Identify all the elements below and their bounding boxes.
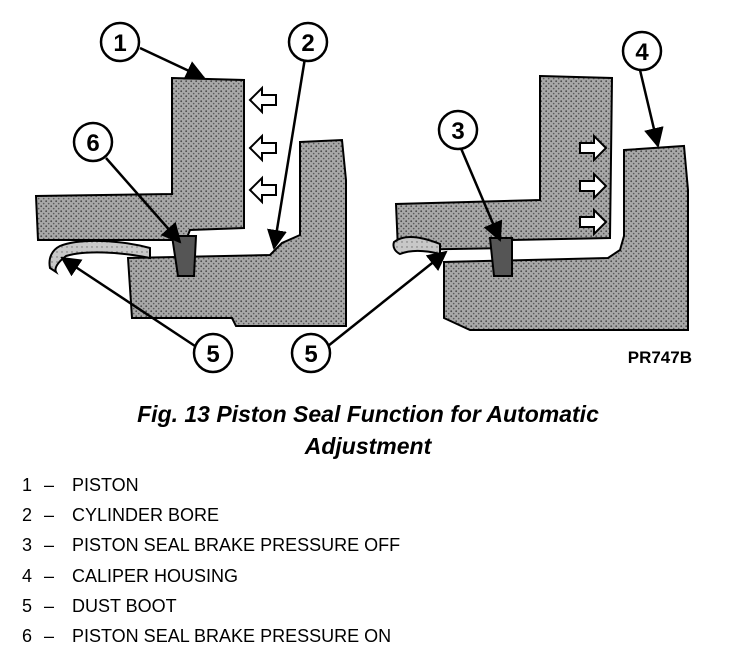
- right-diagram: [392, 74, 689, 331]
- legend-dash: –: [44, 565, 55, 586]
- callout-1: 1: [99, 21, 141, 63]
- callout-4: 4: [621, 30, 663, 72]
- svg-text:5: 5: [304, 341, 317, 368]
- legend-number: 1: [22, 475, 33, 495]
- legend-item: 5–DUST BOOT: [22, 591, 400, 621]
- legend-item: 6–PISTON SEAL BRAKE PRESSURE ON: [22, 621, 400, 651]
- legend-number: 6: [22, 626, 33, 647]
- pressure-arrows-left: [248, 85, 277, 205]
- pressure-arrow: [248, 85, 277, 115]
- legend-dash: –: [44, 535, 55, 556]
- legend-item: 3–PISTON SEAL BRAKE PRESSURE OFF: [22, 530, 400, 560]
- left-diagram: [34, 76, 347, 327]
- legend-number: 2: [22, 505, 33, 526]
- legend-text: DUST BOOT: [72, 595, 177, 616]
- leader-line-4: [638, 69, 664, 148]
- leader-line-3: [458, 145, 503, 242]
- callout-3: 3: [437, 109, 479, 151]
- svg-text:5: 5: [206, 341, 219, 368]
- pressure-arrow: [248, 133, 277, 163]
- piston-seal-diagram: 1 2 6 5 5 3 4 PR747B: [34, 21, 692, 374]
- figure-code: PR747B: [628, 348, 692, 367]
- legend-text: PISTON SEAL BRAKE PRESSURE OFF: [72, 535, 401, 556]
- legend-item: 4–CALIPER HOUSING: [22, 561, 400, 591]
- legend-text: CALIPER HOUSING: [72, 565, 239, 586]
- caption-line-1: Fig. 13 Piston Seal Function for Automat…: [137, 401, 599, 427]
- svg-text:2: 2: [301, 30, 314, 57]
- return-arrow: [579, 171, 608, 201]
- legend-text: CYLINDER BORE: [72, 505, 220, 526]
- svg-text:6: 6: [86, 130, 99, 157]
- dust-boot-left: [48, 239, 151, 275]
- svg-text:3: 3: [451, 118, 464, 145]
- legend-number: 3: [22, 535, 33, 556]
- leader-line-5b: [327, 250, 448, 347]
- legend-text: PISTON: [72, 475, 139, 495]
- figure-caption: Fig. 13 Piston Seal Function for Automat…: [0, 398, 736, 462]
- legend-number: 5: [22, 595, 33, 616]
- leader-lines: [60, 46, 664, 350]
- legend-item: 2–CYLINDER BORE: [22, 500, 400, 530]
- leader-line-6: [105, 157, 182, 244]
- caliper-housing-right: [443, 144, 689, 331]
- legend-list: 1–PISTON 2–CYLINDER BORE 3–PISTON SEAL B…: [22, 470, 400, 651]
- callout-5-left: 5: [192, 332, 234, 374]
- return-arrow: [579, 133, 608, 163]
- leader-line-1: [139, 46, 206, 80]
- legend-number: 4: [22, 565, 33, 586]
- callout-5-right: 5: [290, 332, 332, 374]
- legend-dash: –: [44, 595, 55, 616]
- legend-dash: –: [44, 475, 55, 495]
- legend-dash: –: [44, 626, 55, 647]
- piston-seal-on: [170, 235, 198, 277]
- leader-line-5a: [60, 256, 199, 350]
- svg-text:4: 4: [635, 39, 649, 66]
- caption-line-2: Adjustment: [304, 433, 432, 459]
- return-arrow: [579, 207, 608, 237]
- legend-item: 1–PISTON: [22, 470, 400, 500]
- pressure-arrow: [248, 175, 277, 205]
- diagram-svg: 1 2 6 5 5 3 4 PR747B: [34, 21, 692, 374]
- legend-text: PISTON SEAL BRAKE PRESSURE ON: [72, 626, 392, 647]
- legend-dash: –: [44, 505, 55, 526]
- leader-line-2: [267, 57, 307, 250]
- svg-text:1: 1: [113, 30, 126, 57]
- dust-boot-right: [392, 236, 441, 256]
- piston-left: [34, 76, 245, 241]
- return-arrows-right: [579, 133, 608, 237]
- callout-2: 2: [287, 21, 329, 63]
- piston-seal-off: [488, 237, 513, 277]
- callout-6: 6: [72, 121, 114, 163]
